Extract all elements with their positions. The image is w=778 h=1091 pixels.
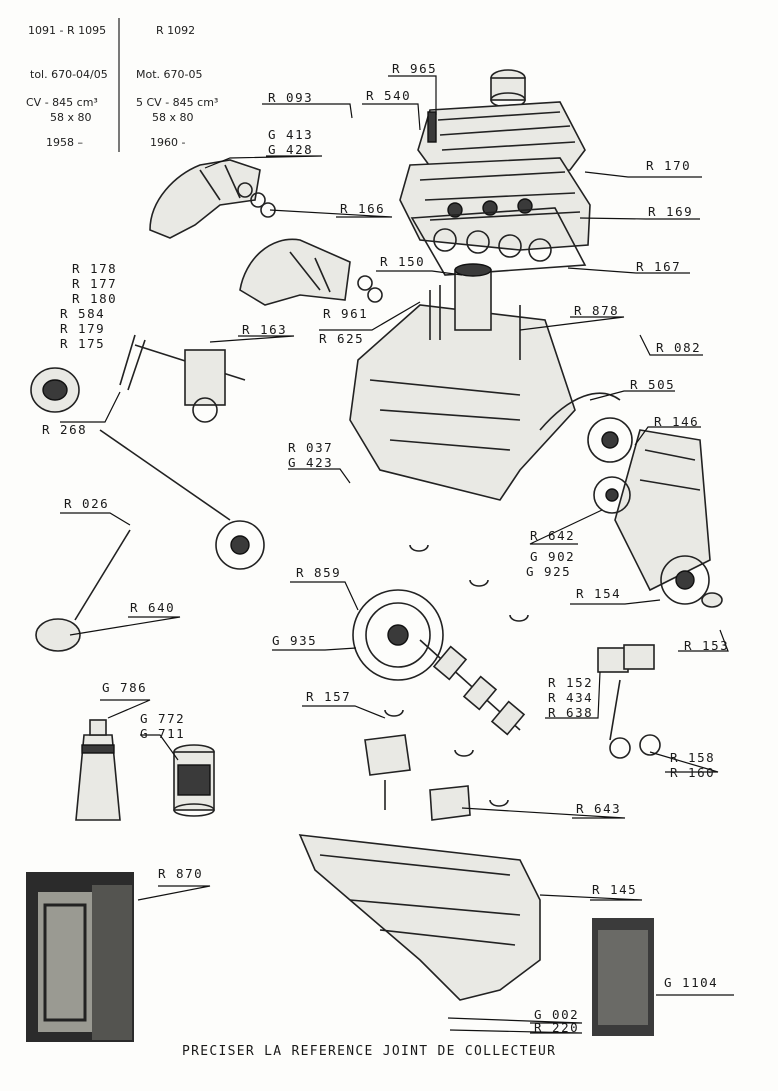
connecting-rod-part <box>609 679 661 759</box>
ref-label-r268: R 268 <box>42 422 88 437</box>
crank-pulley-part <box>660 555 723 608</box>
cylinder-head-part <box>399 157 591 251</box>
ref-label-g423: G 423 <box>288 455 334 470</box>
ref-label-g902: G 902 <box>530 549 576 564</box>
water-pump-part <box>30 367 80 413</box>
ref-label-r179: R 179 <box>60 321 106 336</box>
bearing-shells-part <box>384 544 529 807</box>
ref-label-g786: G 786 <box>102 680 148 695</box>
piston-part <box>597 644 655 673</box>
oil-filter-part <box>173 744 215 817</box>
oil-pan-part <box>298 834 541 1001</box>
header-bore-1: 58 x 80 <box>50 111 92 124</box>
ref-label-r643: R 643 <box>576 801 622 816</box>
flywheel-part <box>352 589 444 681</box>
gasket-set-image-part <box>26 872 134 1042</box>
header-year-1: 1958 – <box>46 136 83 149</box>
ref-label-r638: R 638 <box>548 705 594 720</box>
ref-label-r150: R 150 <box>380 254 426 269</box>
ref-label-r153: R 153 <box>684 638 730 653</box>
rocker-shaft-part <box>134 344 246 423</box>
main-bearing-caps-part <box>364 734 471 821</box>
ref-label-r163: R 163 <box>242 322 288 337</box>
ref-label-r154: R 154 <box>576 586 622 601</box>
ref-label-g772: G 772 <box>140 711 186 726</box>
footer-note: PRECISER LA REFERENCE JOINT DE COLLECTEU… <box>182 1044 557 1059</box>
crankshaft-part <box>419 639 526 736</box>
ref-label-r152: R 152 <box>548 675 594 690</box>
ref-label-g428: G 428 <box>268 142 314 157</box>
timing-cover-part <box>614 429 711 592</box>
header-bore-2: 58 x 80 <box>152 111 194 124</box>
ref-label-r082: R 082 <box>656 340 702 355</box>
manifold-gasket-upper-part <box>237 182 276 218</box>
ref-label-r169: R 169 <box>648 204 694 219</box>
ref-label-r434: R 434 <box>548 690 594 705</box>
head-gasket-part <box>410 207 587 276</box>
ref-label-g1104: G 1104 <box>664 975 719 990</box>
ref-label-r175: R 175 <box>60 336 106 351</box>
header-engine-1: tol. 670-04/05 <box>30 68 108 81</box>
timing-sprockets-part <box>539 392 633 514</box>
ref-label-r859: R 859 <box>296 565 342 580</box>
ref-label-r177: R 177 <box>72 276 118 291</box>
ref-label-r870: R 870 <box>158 866 204 881</box>
ref-label-r166: R 166 <box>340 201 386 216</box>
ref-label-g935: G 935 <box>272 633 318 648</box>
ref-label-r642: R 642 <box>530 528 576 543</box>
ref-label-r505: R 505 <box>630 377 676 392</box>
header-year-2: 1960 - <box>150 136 186 149</box>
ref-label-r146: R 146 <box>654 414 700 429</box>
manifold-upper-part <box>149 159 261 239</box>
ref-label-r965: R 965 <box>392 61 438 76</box>
ref-label-r540: R 540 <box>366 88 412 103</box>
ref-label-r878: R 878 <box>574 303 620 318</box>
manifold-lower-part <box>239 238 383 306</box>
header-power-2: 5 CV - 845 cm³ <box>136 96 219 109</box>
header-engine-2: Mot. 670-05 <box>136 68 203 81</box>
ref-label-r145: R 145 <box>592 882 638 897</box>
pushrods-part <box>119 334 146 391</box>
header-model-2: R 1092 <box>156 24 196 37</box>
ref-label-r640: R 640 <box>130 600 176 615</box>
ref-label-r160: R 160 <box>670 765 716 780</box>
ref-label-r157: R 157 <box>306 689 352 704</box>
camshaft-part <box>99 429 265 570</box>
ref-label-g925: G 925 <box>526 564 572 579</box>
ref-label-r037: R 037 <box>288 440 334 455</box>
ref-label-r158: R 158 <box>670 750 716 765</box>
ref-label-g002: G 002 <box>534 1007 580 1022</box>
sealant-tube-part <box>75 719 121 821</box>
ref-label-r584: R 584 <box>60 306 106 321</box>
ref-label-r170: R 170 <box>646 158 692 173</box>
ref-label-r093: R 093 <box>268 90 314 105</box>
oil-filler-cap-part <box>490 69 526 108</box>
ref-label-r625: R 625 <box>319 331 365 346</box>
leader-lines <box>60 75 734 1034</box>
distributor-drive-part <box>35 529 131 652</box>
ref-label-g711: G 711 <box>140 726 186 741</box>
ref-label-g413: G 413 <box>268 127 314 142</box>
ref-label-r178: R 178 <box>72 261 118 276</box>
ref-label-r180: R 180 <box>72 291 118 306</box>
ref-label-r167: R 167 <box>636 259 682 274</box>
ref-label-r220: R 220 <box>534 1020 580 1035</box>
engine-block-part <box>349 263 576 501</box>
ref-label-r026: R 026 <box>64 496 110 511</box>
header-power-1: CV - 845 cm³ <box>26 96 98 109</box>
header-model-1: 1091 - R 1095 <box>28 24 107 37</box>
gasket-box-image-part <box>592 918 654 1036</box>
ref-label-r961: R 961 <box>323 306 369 321</box>
